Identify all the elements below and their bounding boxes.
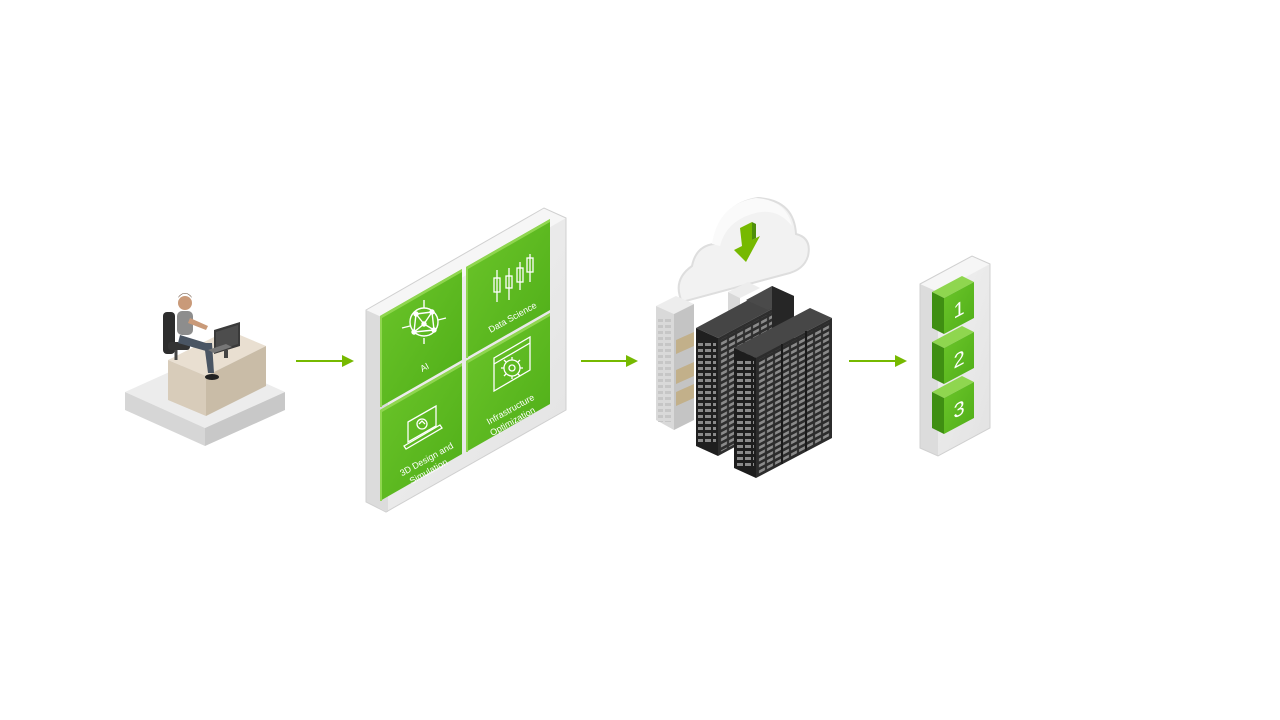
step-label-3: 3: [953, 395, 964, 423]
flow-arrow-2: [581, 355, 638, 367]
neural-network-icon: [401, 300, 447, 344]
workload-tile-3d-design: 3D Design and Simulation: [380, 363, 462, 501]
step-tile-3: 3: [932, 376, 974, 434]
laptop-design-icon: [403, 404, 443, 450]
workload-label-ai: AI: [418, 361, 430, 374]
candlestick-chart-icon: [493, 254, 534, 302]
workload-tile-ai: AI: [380, 269, 462, 407]
cloud-download-icon: [677, 196, 810, 304]
settings-gear-icon: [493, 335, 531, 393]
step-label-1: 1: [953, 295, 964, 323]
flow-arrow-3: [849, 355, 907, 367]
step-tile-1: 1: [932, 276, 974, 334]
step-tile-2: 2: [932, 326, 974, 384]
step-label-2: 2: [953, 345, 964, 373]
server-rack-front: [734, 308, 832, 478]
flow-arrow-1: [296, 355, 354, 367]
person-at-desk-icon: [125, 293, 285, 446]
